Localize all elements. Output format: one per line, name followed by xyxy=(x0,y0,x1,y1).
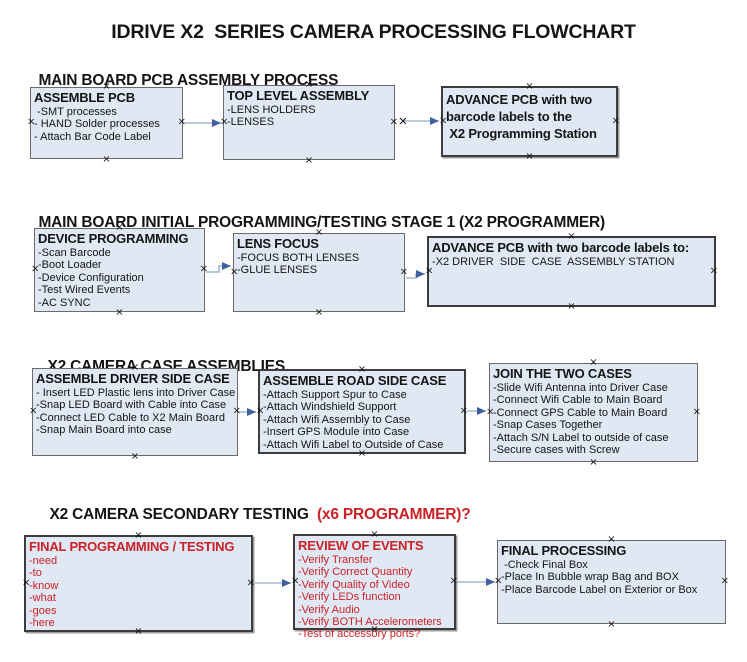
connection-handle-icon: × xyxy=(607,619,616,630)
box-steps: -X2 DRIVER SIDE CASE ASSEMBLY STATION xyxy=(432,256,675,268)
flow-box-review-of-events: REVIEW OF EVENTS -Verify Transfer -Verif… xyxy=(291,530,458,641)
box-title: REVIEW OF EVENTS xyxy=(298,538,424,553)
flow-box-assemble-road-side-case: ASSEMBLE ROAD SIDE CASE -Attach Support … xyxy=(256,365,468,459)
box-steps: -Verify Transfer -Verify Correct Quantit… xyxy=(298,554,442,641)
box-steps: -Slide Wifi Antenna into Driver Case -Co… xyxy=(493,382,669,457)
box-steps: -Scan Barcode -Boot Loader -Device Confi… xyxy=(38,247,144,309)
box-title: TOP LEVEL ASSEMBLY xyxy=(227,88,370,103)
box-title: ADVANCE PCB with two barcode labels to: xyxy=(432,240,690,255)
flow-box-join-the-two-cases: JOIN THE TWO CASES -Slide Wifi Antenna i… xyxy=(486,358,701,468)
connection-handle-icon: × xyxy=(304,155,314,166)
connection-handle-icon xyxy=(399,117,407,125)
box-steps: -Attach Support Spur to Case -Attach Win… xyxy=(263,389,444,451)
box-steps: - Insert LED Plastic lens into Driver Ca… xyxy=(36,387,236,437)
connection-handle-icon: × xyxy=(115,307,124,318)
flow-box-advance-pcb-programming-station: ADVANCE PCB with two barcode labels to t… xyxy=(439,82,620,162)
connection-handle-icon: × xyxy=(314,307,324,318)
box-title: ASSEMBLE ROAD SIDE CASE xyxy=(263,373,447,388)
connection-handle-icon: × xyxy=(102,154,111,165)
flow-box-lens-focus: LENS FOCUS -FOCUS BOTH LENSES -GLUE LENS… xyxy=(230,228,408,318)
flow-box-final-programming-testing: FINAL PROGRAMMING / TESTING -need -to -k… xyxy=(22,531,255,637)
box-title: FINAL PROCESSING xyxy=(501,543,627,558)
box-steps: -FOCUS BOTH LENSES -GLUE LENSES xyxy=(237,252,360,277)
connection-handle-icon: × xyxy=(130,451,140,462)
section-heading-secondary-testing: X2 CAMERA SECONDARY TESTING (x6 PROGRAMM… xyxy=(33,488,470,542)
box-title: ASSEMBLE DRIVER SIDE CASE xyxy=(36,371,230,386)
connection-handle-icon: × xyxy=(567,301,576,312)
connection-handle-icon: × xyxy=(589,457,598,468)
arrow-lens-focus-to-advance-pcb xyxy=(406,270,425,279)
box-steps: -SMT processes - HAND Solder processes -… xyxy=(34,106,160,143)
section-heading-red-text: (x6 PROGRAMMER)? xyxy=(316,506,471,523)
flow-box-device-programming: DEVICE PROGRAMMING -Scan Barcode -Boot L… xyxy=(31,223,208,318)
section-heading-text: MAIN BOARD PCB ASSEMBLY PROCESS xyxy=(38,72,339,89)
flow-box-assemble-driver-side-case: ASSEMBLE DRIVER SIDE CASE - Insert LED P… xyxy=(29,363,241,462)
section-heading-text: MAIN BOARD INITIAL PROGRAMMING/TESTING S… xyxy=(38,214,606,231)
section-heading-text: X2 CAMERA SECONDARY TESTING xyxy=(49,506,317,523)
flow-box-final-processing: FINAL PROCESSING -Check Final Box -Place… xyxy=(494,535,729,630)
page-title: IDRIVE X2 SERIES CAMERA PROCESSING FLOWC… xyxy=(111,21,636,43)
box-steps: -Check Final Box -Place In Bubble wrap B… xyxy=(501,559,698,596)
box-title: FINAL PROGRAMMING / TESTING xyxy=(29,539,235,554)
box-steps: -LENS HOLDERS -LENSES xyxy=(227,104,316,129)
box-steps: -need -to -know -what -goes -here xyxy=(29,555,59,630)
section-heading-initial-programming: MAIN BOARD INITIAL PROGRAMMING/TESTING S… xyxy=(22,196,605,250)
box-title: ASSEMBLE PCB xyxy=(34,90,135,105)
flow-box-top-level-assembly: TOP LEVEL ASSEMBLY -LENS HOLDERS -LENSES… xyxy=(220,80,398,166)
flow-box-assemble-pcb: ASSEMBLE PCB -SMT processes - HAND Solde… xyxy=(27,82,186,165)
box-title: JOIN THE TWO CASES xyxy=(493,366,632,381)
box-title: DEVICE PROGRAMMING xyxy=(38,231,189,246)
box-title: ADVANCE PCB with two barcode labels to t… xyxy=(446,92,597,141)
connection-handle-icon: × xyxy=(525,151,534,162)
arrow-device-programming-to-lens-focus xyxy=(206,262,231,273)
flow-box-advance-pcb-driver-side: ADVANCE PCB with two barcode labels to: … xyxy=(425,232,718,312)
section-heading-pcb-assembly: MAIN BOARD PCB ASSEMBLY PROCESS xyxy=(22,54,338,108)
box-title: LENS FOCUS xyxy=(237,236,319,251)
